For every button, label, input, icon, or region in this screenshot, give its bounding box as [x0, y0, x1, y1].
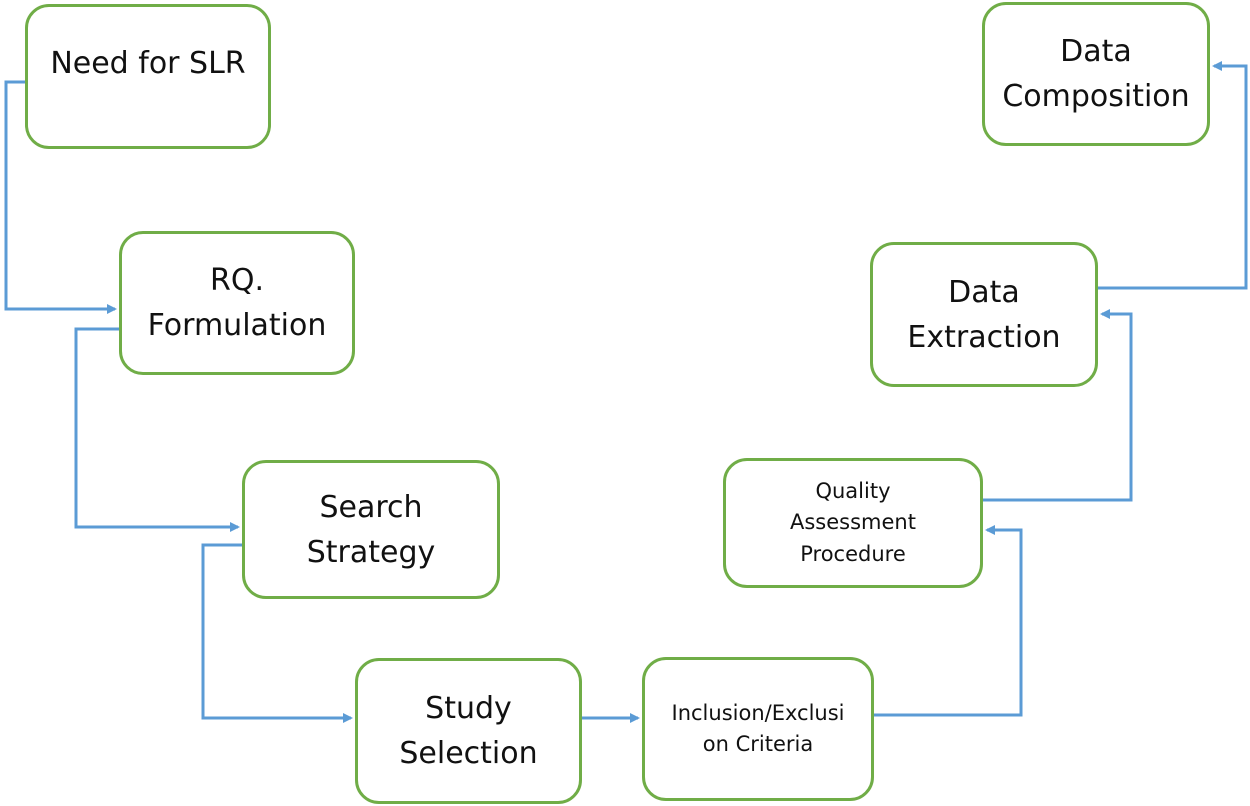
node-study-selection-line: Selection	[399, 736, 538, 771]
node-need-for-slr: Need for SLR	[25, 4, 271, 149]
node-study-selection-label: Study Selection	[399, 686, 537, 776]
connector-search-to-study	[201, 543, 353, 723]
node-search-strategy-line: Strategy	[306, 534, 436, 570]
node-inclusion-exclusion-criteria-line: on Criteria	[702, 732, 814, 756]
node-search-strategy-label: Search Strategy	[307, 485, 436, 575]
node-study-selection-line: Study	[425, 691, 512, 726]
node-rq-formulation-line: RQ.	[210, 263, 264, 298]
node-data-extraction-label: Data Extraction	[907, 270, 1060, 360]
connector-rq-to-search	[74, 327, 240, 532]
node-inclusion-exclusion-criteria: Inclusion/Exclusi on Criteria	[642, 657, 874, 801]
node-data-extraction: Data Extraction	[870, 242, 1098, 387]
node-quality-assessment-procedure-line: Quality	[815, 478, 891, 503]
node-need-for-slr-label: Need for SLR	[50, 46, 246, 81]
connector-need-to-rq	[4, 80, 117, 314]
node-search-strategy-line: Search	[319, 489, 423, 525]
node-rq-formulation-label: RQ. Formulation	[148, 258, 327, 348]
node-rq-formulation-line: Formulation	[147, 308, 327, 343]
node-search-strategy: Search Strategy	[242, 460, 500, 599]
node-inclusion-exclusion-criteria-label: Inclusion/Exclusi on Criteria	[672, 698, 845, 761]
node-data-composition-label: Data Composition	[1002, 29, 1189, 119]
node-data-composition: Data Composition	[982, 2, 1210, 146]
node-rq-formulation: RQ. Formulation	[119, 231, 355, 375]
node-quality-assessment-procedure-line: Assessment	[790, 510, 916, 535]
node-data-extraction-line: Data	[948, 274, 1020, 310]
connector-quality-to-extraction	[983, 309, 1133, 502]
node-inclusion-exclusion-criteria-line: Inclusion/Exclusi	[671, 700, 845, 725]
node-data-extraction-line: Extraction	[907, 319, 1061, 355]
connector-inclusion-to-quality	[874, 525, 1023, 717]
node-study-selection: Study Selection	[355, 658, 582, 804]
node-data-composition-line: Data	[1060, 34, 1132, 69]
node-data-composition-line: Composition	[1002, 79, 1190, 114]
node-quality-assessment-procedure-line: Procedure	[800, 541, 906, 566]
connector-extraction-to-composition	[1098, 61, 1248, 290]
node-quality-assessment-procedure-label: Quality Assessment Procedure	[790, 476, 916, 571]
node-quality-assessment-procedure: Quality Assessment Procedure	[723, 458, 983, 588]
